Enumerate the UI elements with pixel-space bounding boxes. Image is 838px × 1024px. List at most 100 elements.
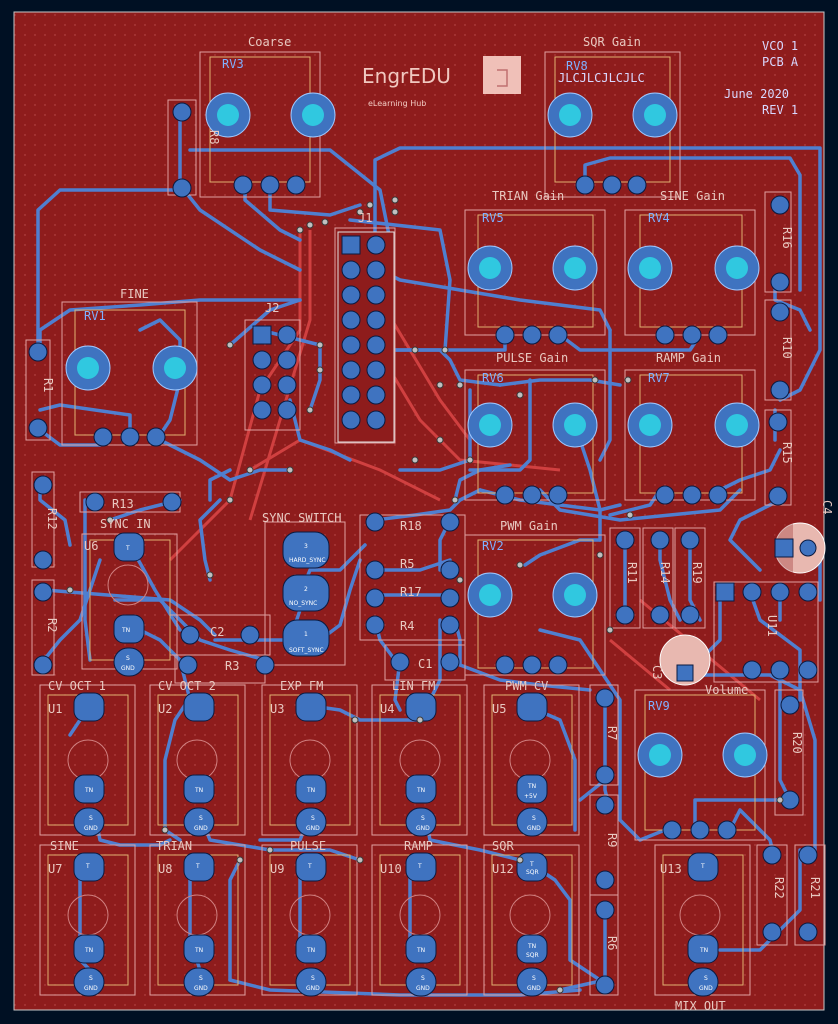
ref-c2: C2 [210, 625, 224, 639]
ref-rv9: RV9 [648, 699, 670, 713]
switch-pos-hard: HARD_SYNC [289, 557, 326, 564]
title-line-3: June 2020 [724, 87, 789, 101]
pin-s-u6: S [126, 655, 130, 662]
ref-rv6: RV6 [482, 371, 504, 385]
pin-tn-u9: TN [306, 947, 315, 954]
pin-t-u13: T [700, 863, 705, 870]
ref-j2: J2 [265, 301, 279, 315]
header-j1 [337, 231, 395, 443]
ref-r16: R16 [780, 227, 794, 249]
ref-u2: U2 [158, 702, 172, 716]
ref-r17: R17 [400, 585, 422, 599]
through-hole-pads [28, 102, 818, 995]
ref-r14: R14 [658, 562, 672, 584]
title-line-4: REV 1 [762, 103, 798, 117]
label-jlc: JLCJLCJLCJLC [558, 71, 645, 85]
engredu-logo [483, 56, 521, 94]
pin-tn-u7: TN [84, 947, 93, 954]
pin-s-u4: S [421, 815, 425, 822]
pot-pads [65, 92, 768, 778]
pin-sqr-u12: SQR [526, 952, 539, 959]
pin-5v-u5: +5V [524, 793, 538, 800]
pin-tn-u13: TN [699, 947, 708, 954]
ref-r22: R22 [772, 877, 786, 899]
ref-u8: U8 [158, 862, 172, 876]
label-fine: FINE [120, 287, 149, 301]
ref-u7: U7 [48, 862, 62, 876]
ref-r4: R4 [400, 619, 414, 633]
pin-tn-u2: TN [194, 787, 203, 794]
jack-pads [73, 532, 719, 997]
ref-u9: U9 [270, 862, 284, 876]
pin-tn-u12: TN [527, 943, 536, 950]
ref-u10: U10 [380, 862, 402, 876]
ref-r8: R8 [207, 130, 221, 144]
pin-gnd-u4: GND [416, 825, 430, 832]
ref-u4: U4 [380, 702, 394, 716]
sync-switch-pads [282, 531, 330, 657]
pin-tn-u4: TN [416, 787, 425, 794]
label-cv-oct-2: CV OCT 2 [158, 679, 216, 693]
ref-r15: R15 [780, 442, 794, 464]
capacitor-c3 [659, 634, 711, 686]
ref-rv5: RV5 [482, 211, 504, 225]
ref-r12: R12 [45, 508, 59, 530]
label-sync-in: SYNC IN [100, 517, 151, 531]
pin-tn-u1: TN [84, 787, 93, 794]
ref-rv1: RV1 [84, 309, 106, 323]
pin-gnd-u2: GND [194, 825, 208, 832]
pin-gnd-u10: GND [416, 985, 430, 992]
pin-t-u7: T [85, 863, 90, 870]
pin-s-u10: S [421, 975, 425, 982]
ref-c1: C1 [418, 657, 432, 671]
ref-r2: R2 [45, 618, 59, 632]
pin-t-u10: T [417, 863, 422, 870]
ref-r18: R18 [400, 519, 422, 533]
ref-r21: R21 [808, 877, 822, 899]
label-cv-oct-1: CV OCT 1 [48, 679, 106, 693]
header-j2 [252, 325, 297, 420]
pin-gnd-u7: GND [84, 985, 98, 992]
switch-pos-no: NO_SYNC [289, 600, 317, 607]
ref-r3: R3 [225, 659, 239, 673]
label-trian-gain: TRIAN Gain [492, 189, 564, 203]
pin-s-u7: S [89, 975, 93, 982]
label-sqr: SQR [492, 839, 514, 853]
pin-tn-u3: TN [306, 787, 315, 794]
switch-num-2: 2 [304, 586, 308, 593]
label-pulse: PULSE [290, 839, 326, 853]
silkscreen-text: Coarse RV3 SQR Gain RV8 JLCJLCJLCJLC TRI… [41, 35, 834, 1013]
ref-u12: U12 [492, 862, 514, 876]
pin-s-u9: S [311, 975, 315, 982]
switch-num-3: 3 [304, 543, 308, 550]
switch-num-1: 1 [304, 631, 308, 638]
pin-gnd-u13: GND [699, 985, 713, 992]
ref-r20: R20 [790, 732, 804, 754]
ref-r10: R10 [780, 337, 794, 359]
pin-gnd-u6: GND [121, 665, 135, 672]
pin-s-u2: S [199, 815, 203, 822]
switch-pos-soft: SOFT_SYNC [289, 647, 324, 654]
logo-brand: EngrEDU [362, 64, 451, 88]
pin-gnd-u8: GND [194, 985, 208, 992]
label-sine: SINE [50, 839, 79, 853]
logo-tagline: eLearning Hub [368, 99, 426, 108]
ref-rv2: RV2 [482, 539, 504, 553]
label-mix-out: MIX OUT [675, 999, 726, 1013]
ref-r1: R1 [41, 378, 55, 392]
ref-j1: J1 [358, 211, 372, 225]
ref-c3: C3 [650, 665, 664, 679]
label-coarse: Coarse [248, 35, 291, 49]
label-pwm-cv: PWM CV [505, 679, 548, 693]
label-sync-switch: SYNC SWITCH [262, 511, 341, 525]
ref-u6: U6 [84, 539, 98, 553]
pin-gnd-u9: GND [306, 985, 320, 992]
ref-r11: R11 [625, 562, 639, 584]
pin-s-u12: S [532, 975, 536, 982]
pin-t-u12: T [529, 861, 534, 868]
pin-t-u6: T [125, 545, 130, 552]
label-pwm-gain: PWM Gain [500, 519, 558, 533]
ref-c4: C4 [820, 500, 834, 514]
